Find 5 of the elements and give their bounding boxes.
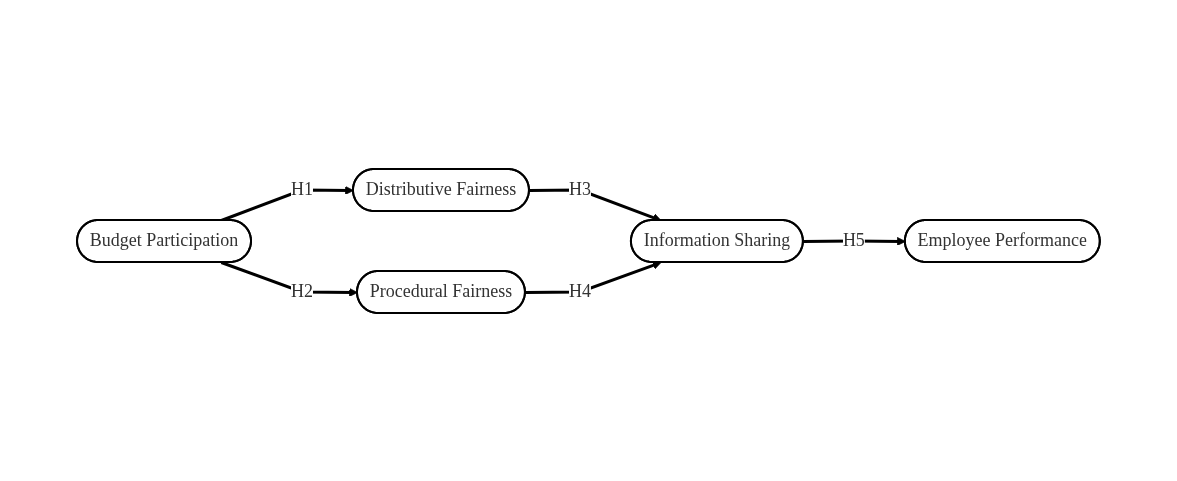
edge-label: H4 — [569, 280, 592, 301]
edge-label: H3 — [569, 179, 592, 199]
edge-label: H1 — [291, 179, 314, 199]
edge-label: H5 — [842, 229, 865, 250]
edge-label: H2 — [291, 280, 314, 301]
